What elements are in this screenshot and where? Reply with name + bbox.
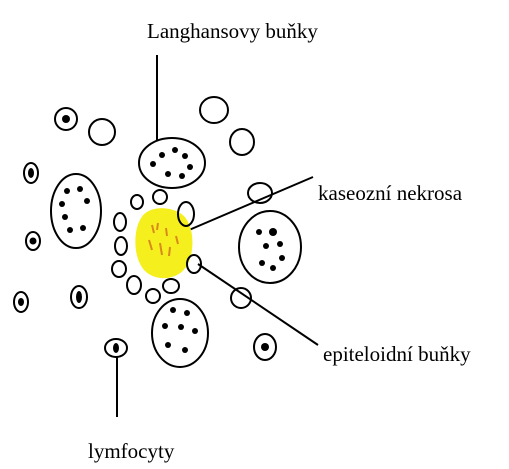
langhans-cell-top	[139, 138, 205, 188]
caseous-necrosis-area	[136, 209, 192, 278]
epithelioid-cell	[115, 237, 127, 255]
langhans-cell-bottom	[152, 299, 208, 367]
epithelioid-cell	[230, 129, 254, 155]
label-caseous-necrosis: kaseozní nekrosa	[318, 181, 463, 205]
epithelioid-cell	[163, 279, 179, 293]
label-langhans-cells: Langhansovy buňky	[147, 19, 318, 43]
epithelioid-cell	[131, 195, 143, 209]
epithelioid-cell	[112, 261, 126, 277]
leader-line-epithelioid	[198, 264, 318, 345]
lymphocyte	[14, 292, 28, 312]
lymphocyte	[105, 339, 127, 357]
epithelioid-cell	[114, 213, 126, 231]
lymphocyte	[24, 163, 38, 183]
epithelioid-cells	[89, 97, 272, 308]
necrosis-blob	[136, 209, 192, 278]
langhans-cell-right	[239, 211, 301, 283]
lymphocyte	[55, 108, 77, 130]
epithelioid-cell	[89, 119, 115, 145]
epithelioid-cell	[127, 276, 141, 294]
lymphocyte	[71, 286, 87, 308]
langhans-cell-left	[51, 174, 101, 248]
lymphocyte	[254, 334, 276, 360]
label-lymphocytes: lymfocyty	[88, 439, 175, 463]
lymphocyte	[26, 232, 40, 250]
epithelioid-cell	[146, 289, 160, 303]
label-epithelioid-cells: epiteloidní buňky	[323, 342, 471, 366]
epithelioid-cell	[200, 97, 228, 123]
epithelioid-cell	[153, 190, 167, 204]
